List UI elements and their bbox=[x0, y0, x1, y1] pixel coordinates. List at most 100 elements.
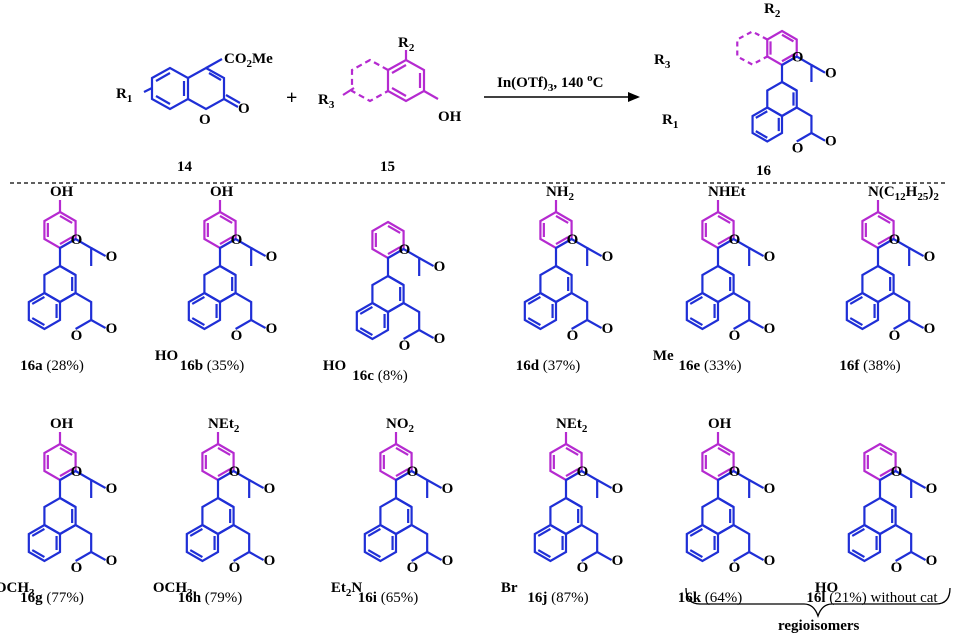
coumarin-lactone-ring bbox=[217, 523, 251, 562]
substituent-label: NEt2 bbox=[208, 416, 240, 435]
ring-oxygen: O bbox=[567, 328, 579, 344]
carbonyl-oxygen: O bbox=[764, 553, 776, 569]
double-bond bbox=[59, 447, 73, 456]
lactone-oxygen: O bbox=[729, 232, 741, 248]
double-bond bbox=[189, 549, 203, 558]
carbonyl-bond bbox=[748, 479, 765, 490]
ring-oxygen: O bbox=[729, 560, 741, 576]
carbonyl-oxygen-14: O bbox=[238, 101, 250, 117]
lactone-oxygen: O bbox=[407, 464, 419, 480]
r1-label-14: R1 bbox=[116, 86, 132, 105]
carbonyl-bond bbox=[596, 479, 613, 490]
compound-label: 16g (77%) bbox=[20, 590, 84, 606]
double-bond bbox=[689, 528, 703, 537]
double-bond bbox=[527, 317, 541, 326]
double-bond bbox=[59, 215, 73, 224]
double-bond bbox=[555, 236, 569, 245]
lactone-oxygen: O bbox=[889, 232, 901, 248]
double-bond bbox=[219, 236, 233, 245]
compound-label: 16b (35%) bbox=[180, 358, 245, 374]
carbonyl-bond bbox=[910, 479, 927, 490]
ester-label: CO2Me bbox=[224, 51, 273, 70]
double-bond bbox=[219, 215, 233, 224]
double-bond bbox=[31, 528, 45, 537]
coumarin-lactone-ring bbox=[781, 106, 813, 143]
reagent-14 bbox=[143, 58, 241, 111]
benzo-ring bbox=[523, 291, 558, 331]
benzo-ring bbox=[685, 291, 720, 331]
lactone-oxygen: O bbox=[567, 232, 579, 248]
coumarin-lactone-ring bbox=[717, 523, 751, 562]
double-bond bbox=[689, 549, 703, 558]
carbonyl-oxygen: O bbox=[106, 249, 118, 265]
carbonyl-oxygen: O bbox=[825, 134, 837, 150]
substituent-label: NHEt bbox=[708, 184, 746, 200]
r3-label-16: R3 bbox=[654, 52, 671, 71]
carbonyl-oxygen: O bbox=[266, 321, 278, 337]
double-bond bbox=[879, 468, 893, 477]
benzo-ring bbox=[751, 106, 784, 143]
coumarin-lactone-ring bbox=[387, 301, 421, 340]
double-bond bbox=[565, 468, 579, 477]
carbonyl-bond bbox=[426, 551, 443, 562]
substituent-label: NH2 bbox=[546, 184, 575, 203]
lactone-oxygen: O bbox=[231, 232, 243, 248]
carbonyl-bond bbox=[810, 132, 826, 142]
compound-label: 16d (37%) bbox=[516, 358, 581, 374]
extra-substituent-label: HO bbox=[323, 358, 346, 374]
compound-label: 16k (64%) bbox=[678, 590, 743, 606]
compound-number-15: 15 bbox=[380, 159, 395, 175]
benzo-ring bbox=[187, 291, 222, 331]
carbonyl-oxygen: O bbox=[612, 481, 624, 497]
benzo-ring bbox=[685, 523, 720, 563]
carbonyl-oxygen: O bbox=[434, 331, 446, 347]
lactone-oxygen: O bbox=[577, 464, 589, 480]
double-bond bbox=[555, 215, 569, 224]
double-bond bbox=[387, 246, 401, 255]
coumarin-lactone-ring bbox=[879, 523, 913, 562]
double-bond bbox=[717, 215, 731, 224]
carbonyl-bond bbox=[810, 64, 826, 74]
carbonyl-bond bbox=[90, 551, 107, 562]
double-bond bbox=[217, 447, 231, 456]
carbonyl-oxygen: O bbox=[106, 481, 118, 497]
double-bond bbox=[31, 317, 45, 326]
double-bond bbox=[877, 236, 891, 245]
double-bond bbox=[359, 306, 373, 315]
substituent-label: OH bbox=[210, 184, 234, 200]
carbonyl-oxygen: O bbox=[612, 553, 624, 569]
compound-label: 16h (79%) bbox=[178, 590, 243, 606]
lactone-oxygen: O bbox=[71, 232, 83, 248]
double-bond bbox=[191, 317, 205, 326]
double-bond bbox=[689, 317, 703, 326]
benzo-ring bbox=[363, 523, 398, 563]
carbonyl-oxygen: O bbox=[926, 481, 938, 497]
reagent-15 bbox=[342, 50, 439, 103]
compound-label: 16l (21%) without cat bbox=[806, 590, 938, 606]
carbonyl-bond bbox=[90, 247, 107, 258]
double-bond bbox=[59, 236, 73, 245]
extra-substituent-label: HO bbox=[815, 580, 838, 596]
substituent-label: NO2 bbox=[386, 416, 415, 435]
substituent-label: NEt2 bbox=[556, 416, 588, 435]
double-bond bbox=[31, 296, 45, 305]
extra-substituent-label: Et2N bbox=[331, 580, 363, 599]
extra-substituent-label: OCH3 bbox=[153, 580, 193, 599]
regioisomers-bracket bbox=[685, 587, 951, 619]
double-bond bbox=[359, 327, 373, 336]
benzo-ring bbox=[355, 301, 390, 341]
coumarin-lactone-ring bbox=[219, 291, 253, 330]
carbonyl-oxygen: O bbox=[924, 321, 936, 337]
double-bond bbox=[781, 53, 795, 63]
extra-substituent-label: OCH3 bbox=[0, 580, 35, 599]
lactone-oxygen: O bbox=[399, 242, 411, 258]
